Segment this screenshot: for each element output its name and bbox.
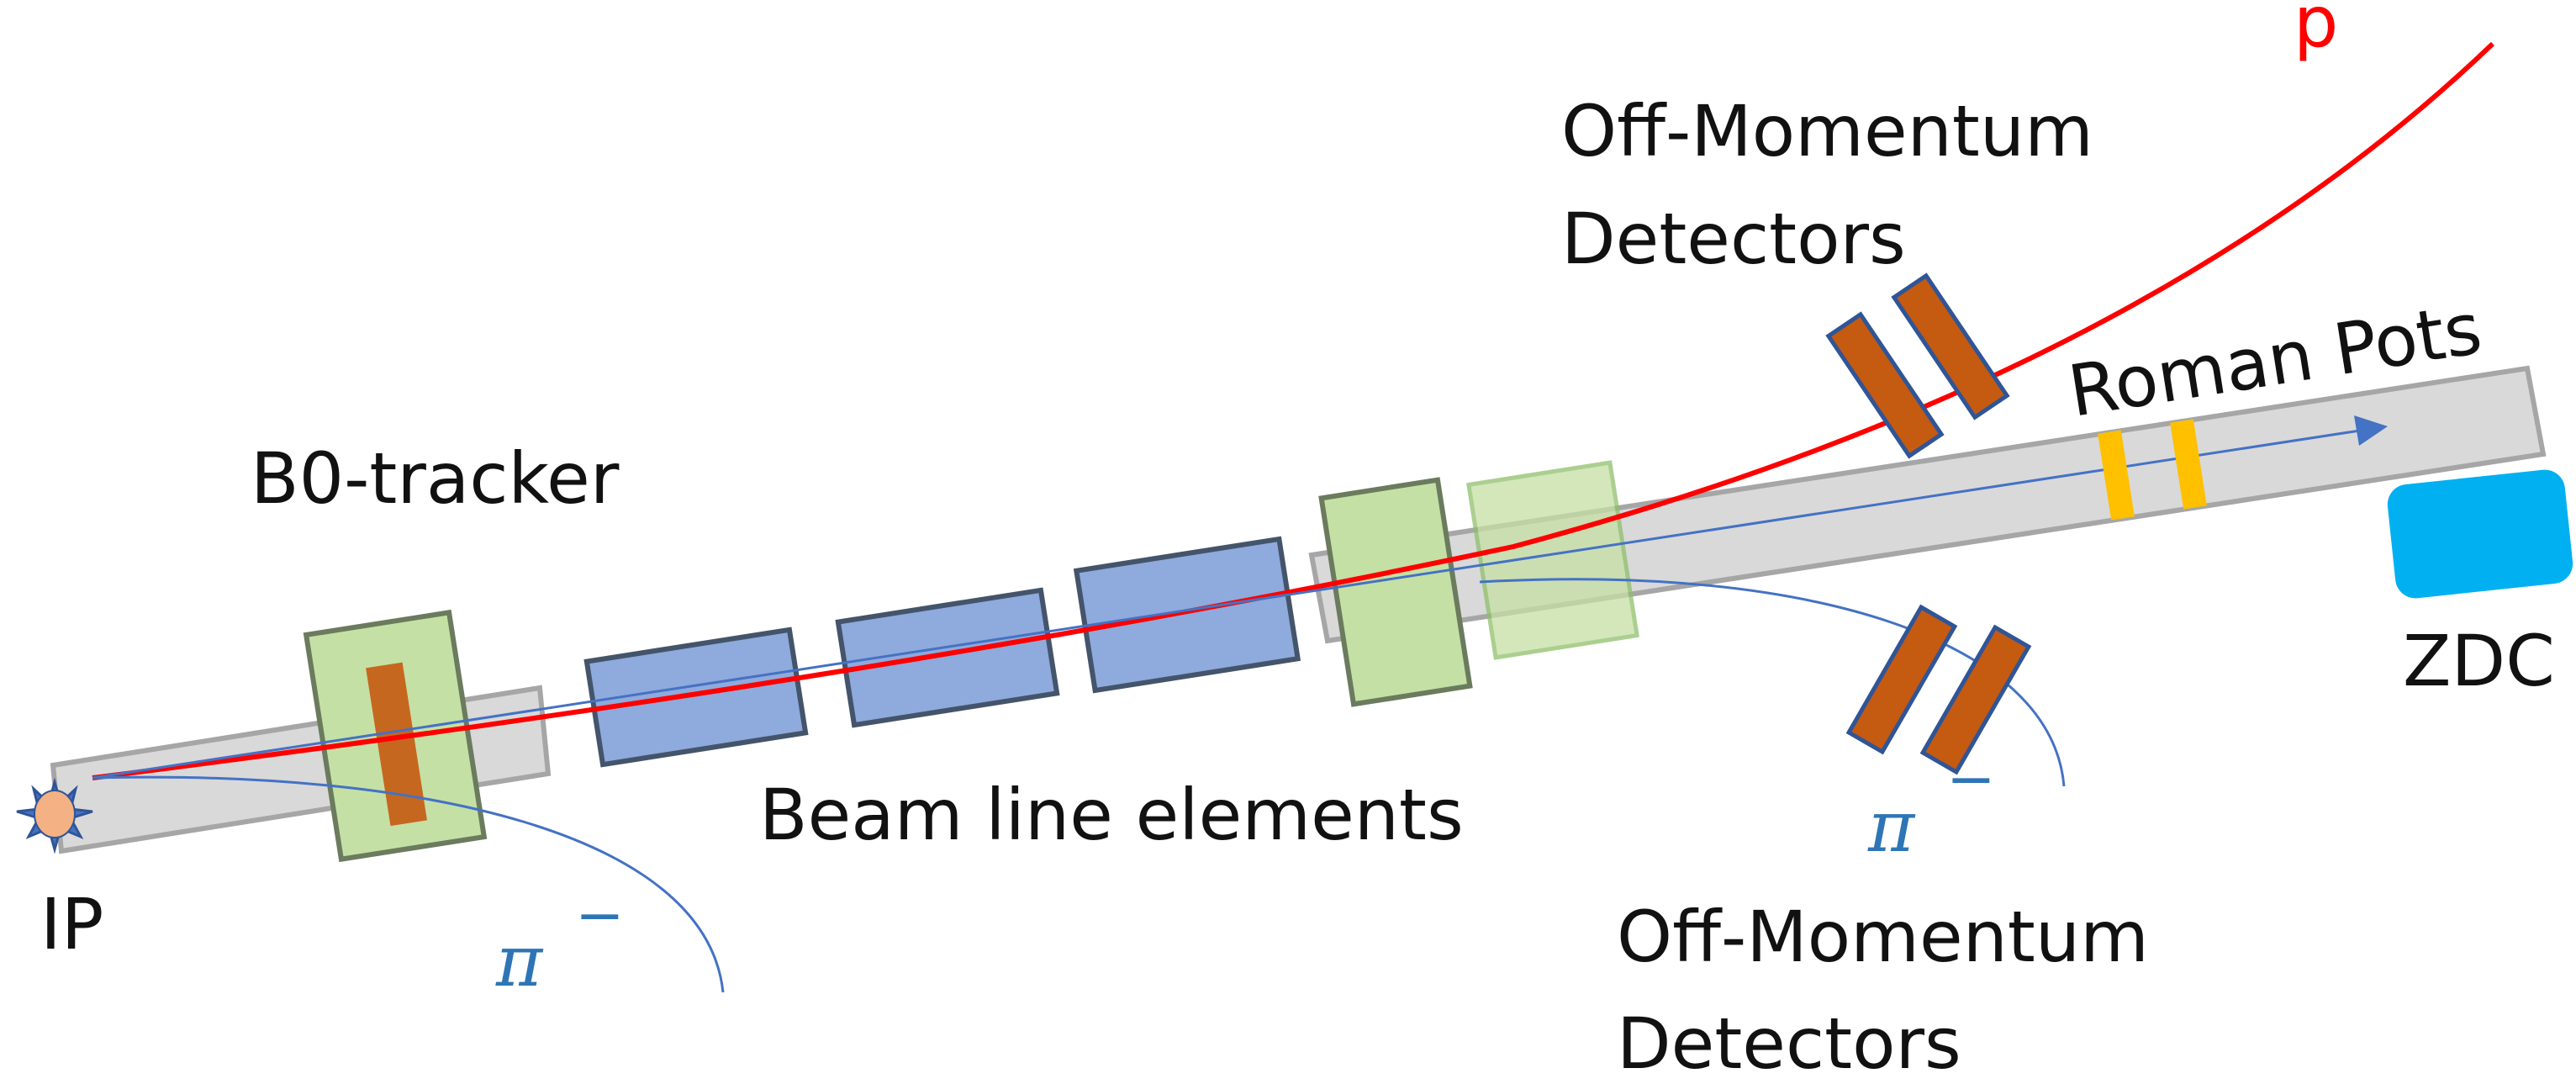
off-momentum-detector-lower-1 [1845, 604, 1958, 755]
green-magnet-2 [1466, 460, 1639, 660]
off-momentum-detectors-lower [1845, 604, 2032, 775]
beam-line-elements [583, 536, 1301, 768]
forward-neutral-track [92, 427, 2372, 780]
roman-pot-1 [2098, 430, 2135, 521]
ip-core [34, 790, 76, 838]
proton-track [92, 41, 2495, 780]
off-momentum-upper-label-line2: Detectors [1561, 198, 1906, 280]
off-momentum-lower-label-line2: Detectors [1617, 1002, 1961, 1084]
pion-label-near-symbol: π [495, 920, 544, 1002]
off-momentum-upper-label-line1: Off-Momentum [1561, 90, 2093, 172]
zdc-block [2387, 469, 2573, 599]
roman-pots [2098, 419, 2207, 521]
green-magnet-1 [1318, 477, 1473, 707]
off-momentum-detector-upper-2 [1891, 272, 2010, 420]
pion-label-near-charge: − [575, 880, 625, 949]
pion-label-far-charge: − [1946, 744, 1996, 813]
pion-track-far [1479, 578, 2066, 787]
off-momentum-lower-label-line1: Off-Momentum [1617, 896, 2149, 978]
proton-label: p [2294, 0, 2338, 63]
off-momentum-detectors-upper [1825, 272, 2010, 459]
pion-track-near [92, 775, 725, 993]
track-arrowhead [2354, 415, 2388, 446]
off-momentum-detector-lower-2 [1919, 624, 2032, 775]
b0-tracker-sensor [366, 662, 427, 827]
beam-line-magnet-3 [1073, 536, 1301, 694]
b0-tracker-label: B0-tracker [251, 437, 620, 520]
roman-pot-2 [2170, 419, 2207, 510]
zdc-label: ZDC [2403, 620, 2555, 702]
interaction-point [16, 777, 93, 854]
beam-line-magnet-2 [835, 587, 1060, 728]
ip-label: IP [40, 883, 103, 965]
beam-line-elements-label: Beam line elements [759, 774, 1464, 856]
beam-line-magnet-1 [583, 627, 809, 768]
pion-label-far-symbol: π [1867, 785, 1916, 868]
off-momentum-detector-upper-1 [1825, 311, 1945, 459]
